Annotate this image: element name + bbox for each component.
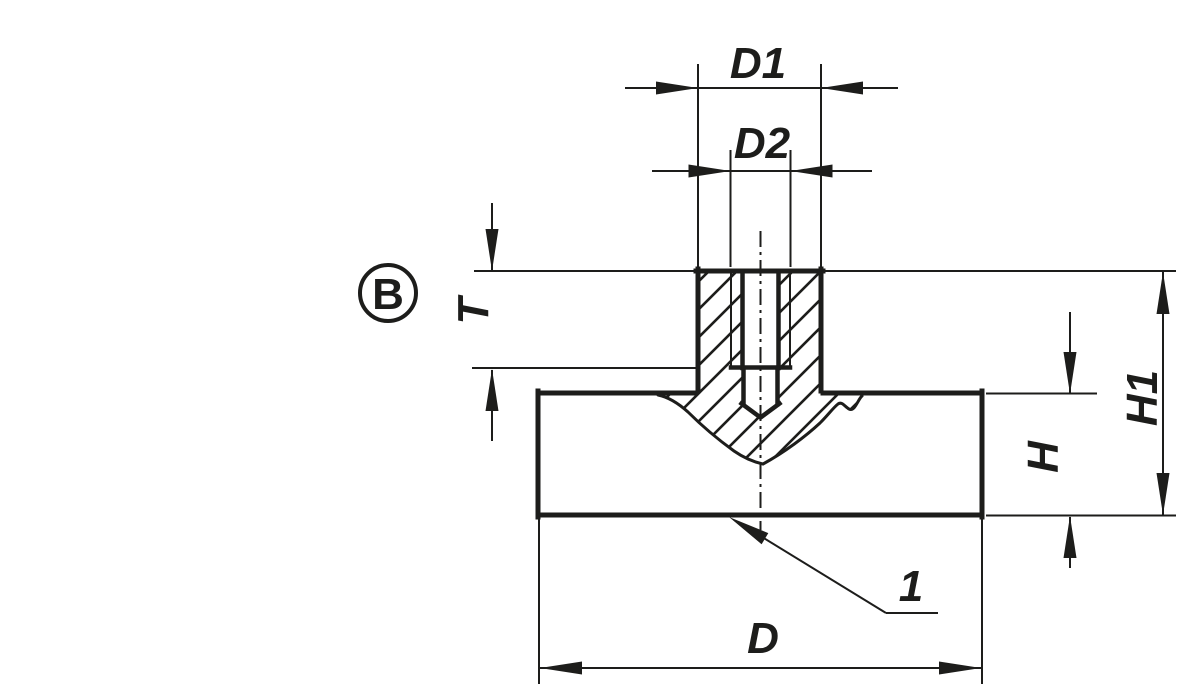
break-line	[656, 393, 864, 466]
d-label: D	[747, 614, 779, 663]
h1-arrow-top	[1156, 272, 1170, 314]
d2-label: D2	[734, 119, 791, 168]
h1-label: H1	[1118, 370, 1167, 426]
t-arrow-bottom	[485, 369, 499, 411]
callout-item-1: 1	[729, 517, 938, 614]
d1-arrow-left	[656, 81, 698, 95]
dimension-d: D	[538, 519, 983, 684]
d2-arrow-right	[790, 164, 833, 178]
t-arrow-top	[485, 229, 499, 271]
t-label: T	[449, 294, 498, 324]
d-arrow-right	[939, 661, 981, 675]
internal-thread	[728, 268, 793, 421]
dimension-h1: H1	[824, 270, 1176, 517]
h-label: H	[1019, 440, 1068, 473]
dimension-d2: D2	[652, 119, 872, 267]
view-marker-label: B	[372, 270, 404, 319]
dimension-t: T	[449, 203, 696, 441]
view-marker-circle	[358, 263, 418, 323]
d1-label: D1	[730, 39, 786, 88]
dimension-d1: D1	[625, 39, 898, 267]
item-1-label: 1	[899, 562, 923, 611]
section-hatching	[658, 271, 862, 464]
d-arrow-left	[540, 661, 582, 675]
d1-arrow-right	[821, 81, 863, 95]
dimension-h: H	[986, 312, 1097, 568]
leader-line	[761, 536, 887, 614]
h-arrow-bottom	[1063, 516, 1077, 558]
leader-arrow	[729, 517, 769, 545]
d2-arrow-left	[688, 164, 731, 178]
h1-arrow-bottom	[1156, 473, 1170, 515]
h-arrow-top	[1063, 352, 1077, 394]
view-marker-b: B	[358, 263, 418, 323]
